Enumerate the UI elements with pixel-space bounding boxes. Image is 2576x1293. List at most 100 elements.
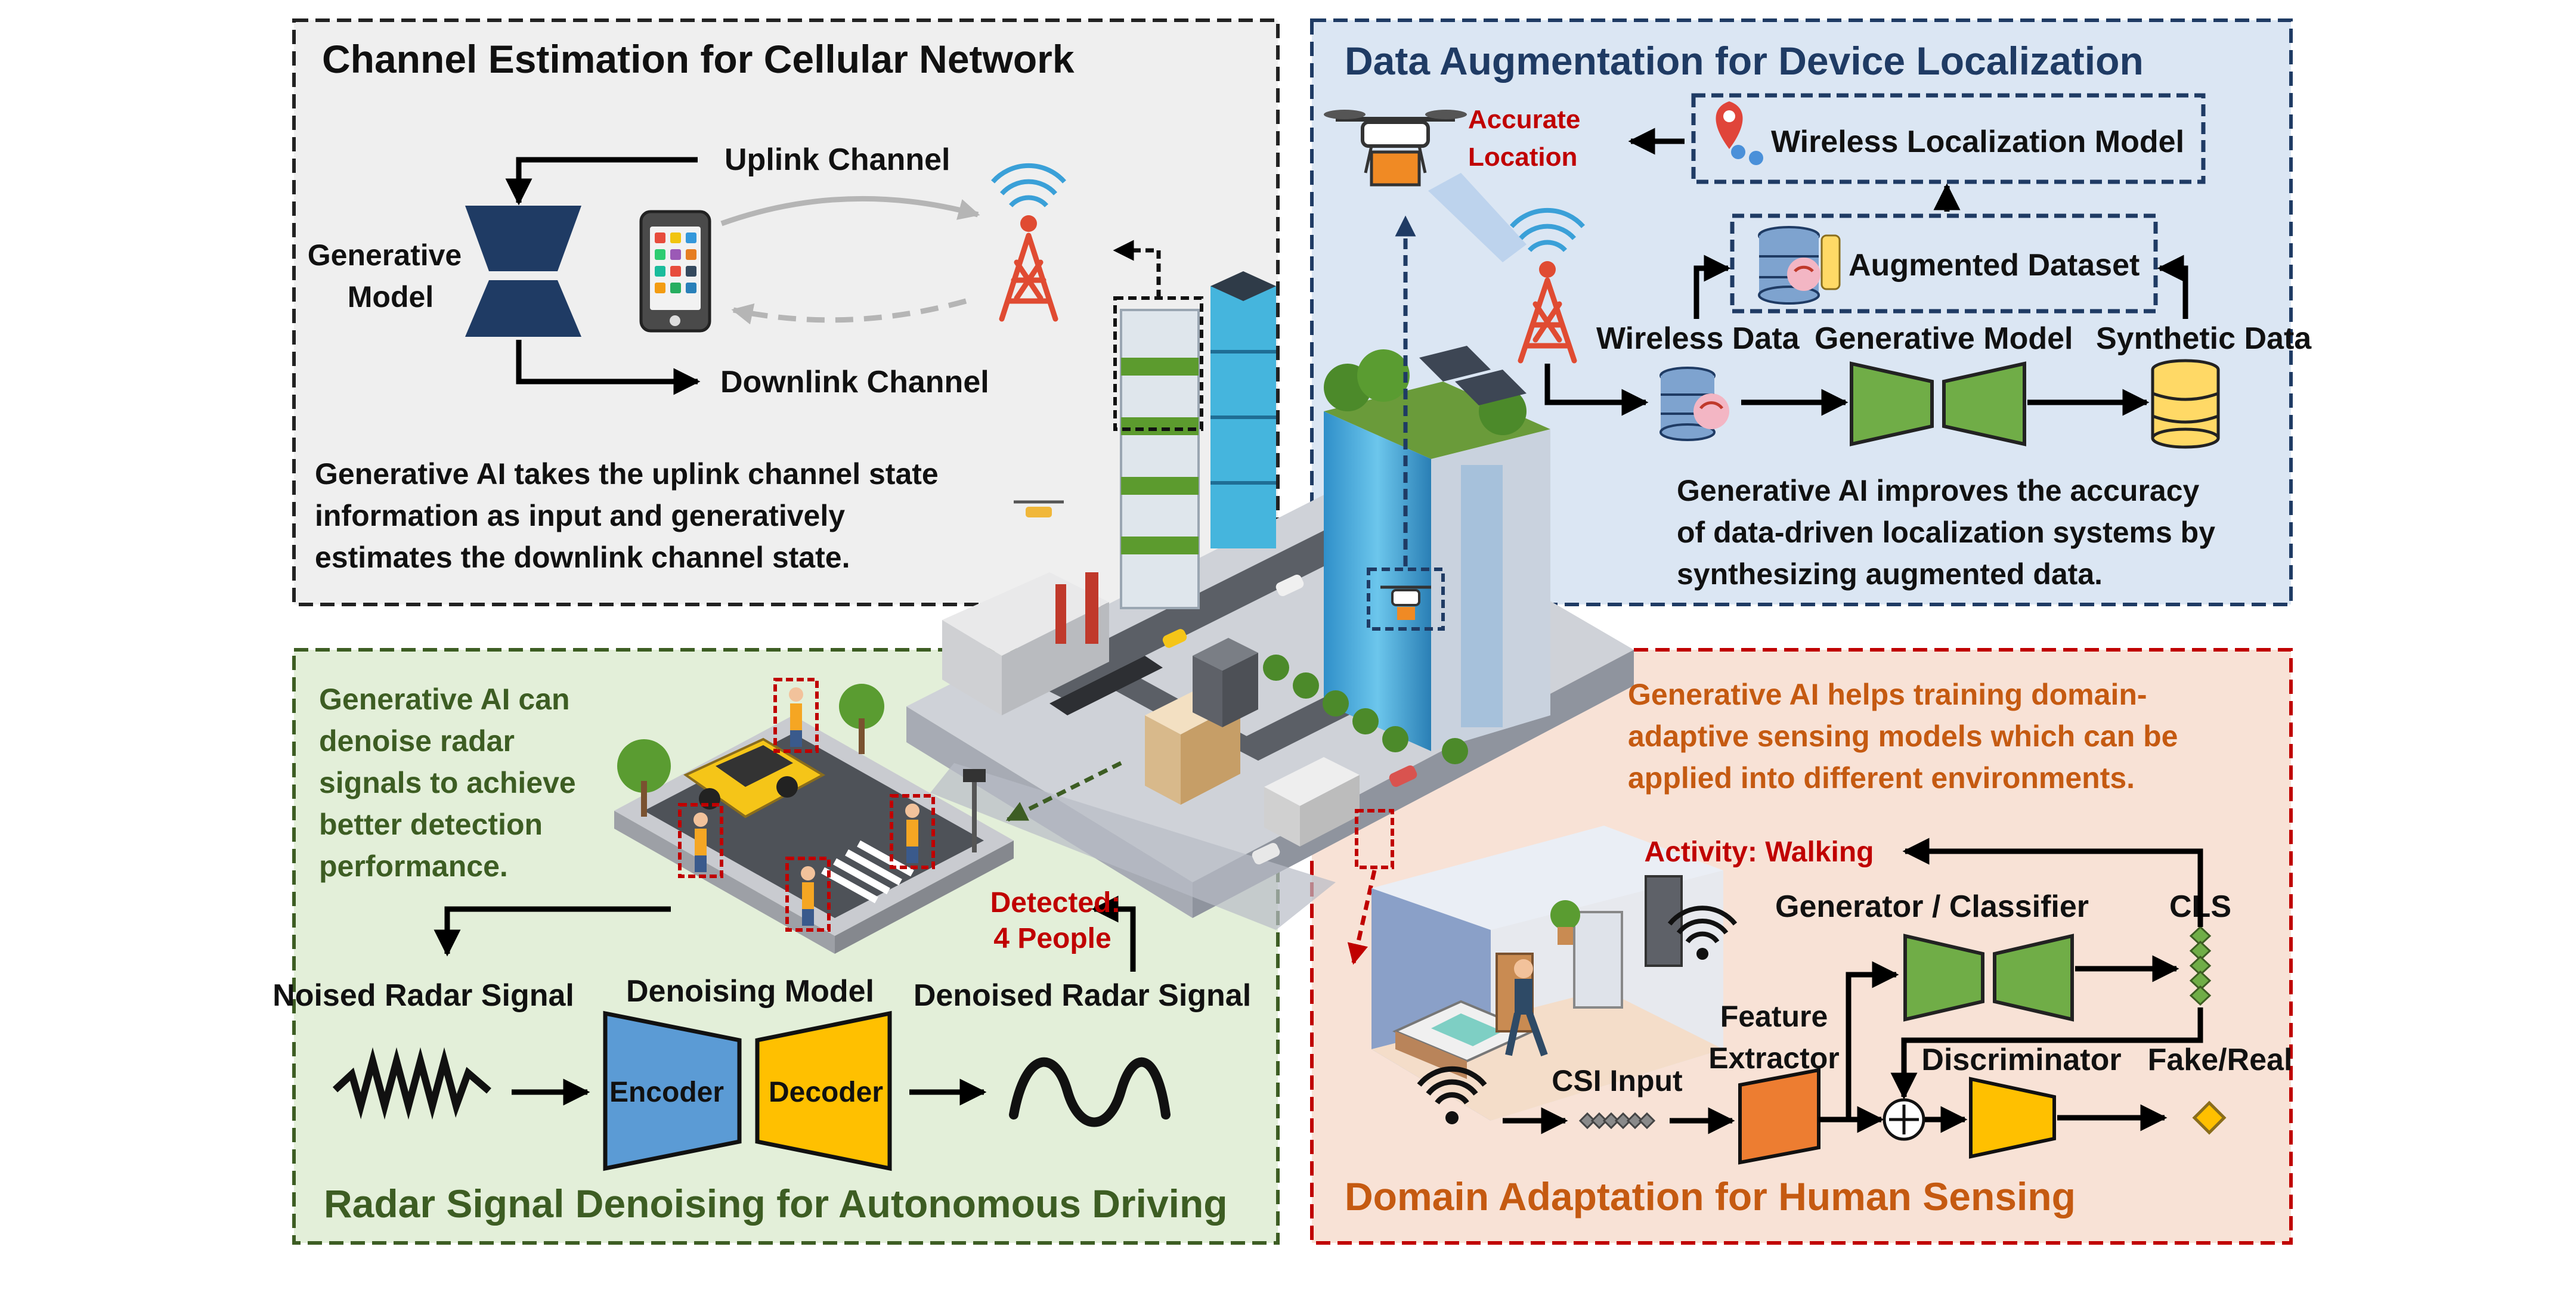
- encoder-block: [603, 1010, 742, 1171]
- rooftop-antenna-arrow: [1113, 240, 1161, 298]
- decoder-block: [755, 1010, 892, 1171]
- uplink-signal-arrow: [720, 196, 980, 227]
- csi-input-label: CSI Input: [1552, 1064, 1683, 1097]
- vertical-garden-tower: [1120, 309, 1200, 609]
- synthetic-data-label: Synthetic Data: [2096, 321, 2312, 356]
- generative-model-label-line2: Model: [348, 280, 434, 314]
- cell-tower-icon-right: [1510, 207, 1585, 364]
- generative-model-label-line1: Generative: [308, 238, 462, 272]
- accurate-location-line2: Location: [1468, 142, 1577, 172]
- accurate-location-line1: Accurate: [1468, 105, 1580, 134]
- generative-model-hourglass-icon: [465, 206, 581, 337]
- augmented-dataset-label: Augmented Dataset: [1849, 248, 2140, 283]
- street-scene-illustration: [614, 684, 1014, 954]
- discriminator-label: Discriminator: [1921, 1043, 2121, 1077]
- arrow-tower-to-wireless-data: [1544, 364, 1649, 416]
- wireless-localization-model-label: Wireless Localization Model: [1771, 125, 2184, 159]
- small-drone-icon: [1014, 500, 1064, 517]
- denoised-radar-signal-label: Denoised Radar Signal: [914, 978, 1251, 1013]
- radar-description-line4: better detection: [319, 808, 543, 841]
- data-augmentation-description-line1: Generative AI improves the accuracy: [1677, 474, 2200, 507]
- arrow-city-to-room: [1347, 870, 1377, 965]
- fake-real-output-token: [2192, 1100, 2227, 1135]
- activity-walking-label: Activity: Walking: [1645, 836, 1874, 868]
- panel-title-channel-estimation: Channel Estimation for Cellular Network: [322, 37, 1075, 81]
- signal-beam: [1428, 173, 1527, 262]
- downlink-arrow: [516, 340, 701, 395]
- glass-cube-tower: [1210, 271, 1276, 548]
- feature-extractor-block: [1738, 1068, 1820, 1165]
- city-illustration: [906, 271, 1634, 930]
- generator-classifier-block: [1903, 934, 2074, 1022]
- fridge-icon: [1645, 875, 1683, 967]
- generative-model-green-icon: [1850, 361, 2026, 446]
- solar-panel-icon: [1419, 346, 1527, 405]
- discriminator-block: [1969, 1077, 2056, 1159]
- cls-token-stack: [2189, 925, 2212, 1006]
- arrow-scene-to-noised-signal: [434, 906, 671, 957]
- uplink-arrow: [505, 157, 698, 206]
- cell-tower-icon: [991, 163, 1066, 322]
- data-augmentation-description-line2: of data-driven localization systems by: [1677, 516, 2215, 549]
- smartphone-icon: [639, 210, 711, 333]
- building-drone-icon: [1380, 585, 1431, 620]
- downlink-channel-label: Downlink Channel: [720, 365, 989, 399]
- delivery-drone-icon: [1324, 110, 1467, 187]
- radar-description-line2: denoise radar: [319, 724, 515, 758]
- downlink-signal-arrow: [731, 298, 967, 325]
- arrow-cls-to-activity: [1902, 838, 2203, 927]
- noised-radar-signal-label: Noised Radar Signal: [273, 978, 574, 1013]
- csi-input-sequence: [1578, 1112, 1656, 1130]
- arrow-synthetic-to-augmented: [2157, 255, 2188, 319]
- wifi-icon-bottom: [1417, 1066, 1487, 1124]
- radar-description-line5: performance.: [319, 849, 508, 883]
- domain-description-line1: Generative AI helps training domain-: [1628, 678, 2147, 711]
- encoder-label: Encoder: [609, 1077, 724, 1108]
- denoised-signal-waveform: [1009, 1057, 1171, 1127]
- synthetic-data-database-icon: [2151, 359, 2220, 449]
- generator-classifier-label: Generator / Classifier: [1775, 889, 2089, 924]
- feature-extractor-label-line1: Feature: [1720, 1000, 1828, 1033]
- channel-estimation-description-line1: Generative AI takes the uplink channel s…: [315, 457, 939, 491]
- detected-label-line1: Detected:: [990, 887, 1121, 919]
- house-highlight: [1355, 809, 1394, 869]
- arrow-cls-to-junction: [1890, 1007, 2203, 1100]
- wireless-localization-model-box: [1691, 93, 2206, 184]
- fake-real-label: Fake/Real: [2148, 1043, 2293, 1077]
- plant-icon: [1550, 900, 1580, 945]
- pedestrian-detection-boxes: [678, 678, 935, 932]
- wireless-data-database-icon: [1659, 367, 1729, 441]
- panel-title-data-augmentation: Data Augmentation for Device Localizatio…: [1345, 39, 2144, 83]
- panel-title-radar-denoising: Radar Signal Denoising for Autonomous Dr…: [324, 1182, 1228, 1226]
- pedestrian-icons: [693, 687, 919, 926]
- wireless-data-label: Wireless Data: [1596, 321, 1800, 356]
- uplink-channel-label: Uplink Channel: [724, 142, 950, 177]
- panel-title-domain-adaptation: Domain Adaptation for Human Sensing: [1345, 1174, 2076, 1218]
- denoising-model-label: Denoising Model: [626, 974, 874, 1009]
- location-pin-icon: [1716, 101, 1763, 165]
- detected-label-line2: 4 People: [993, 923, 1111, 954]
- traffic-light-icon: [963, 769, 986, 852]
- channel-estimation-description-line2: information as input and generatively: [315, 499, 845, 532]
- domain-description-line2: adaptive sensing models which can be: [1628, 720, 2178, 753]
- room-illustration: [1371, 826, 1738, 1121]
- arrow-denoised-to-detected: [1091, 895, 1136, 972]
- database-stack-icon: [1758, 226, 1841, 305]
- router-wifi-icon-top: [1667, 906, 1738, 960]
- generative-model-label: Generative Model: [1815, 321, 2073, 356]
- radar-description-line1: Generative AI can: [319, 683, 570, 716]
- noised-signal-waveform: [332, 1047, 491, 1120]
- decoder-label: Decoder: [769, 1077, 883, 1108]
- door-icon: [1573, 911, 1623, 1009]
- arrow-city-to-street-scene: [1005, 761, 1122, 822]
- data-augmentation-description-line3: synthesizing augmented data.: [1677, 557, 2103, 591]
- radar-description-line3: signals to achieve: [319, 766, 576, 799]
- plus-junction-icon: [1883, 1098, 1925, 1141]
- building-drone-highlight: [1367, 568, 1445, 631]
- channel-estimation-description-line3: estimates the downlink channel state.: [315, 541, 850, 574]
- arrow-feature-to-generator: [1846, 961, 1899, 1120]
- arrow-wireless-to-augmented: [1693, 255, 1731, 319]
- crosswalk: [821, 840, 914, 904]
- walking-person-icon: [1505, 959, 1548, 1057]
